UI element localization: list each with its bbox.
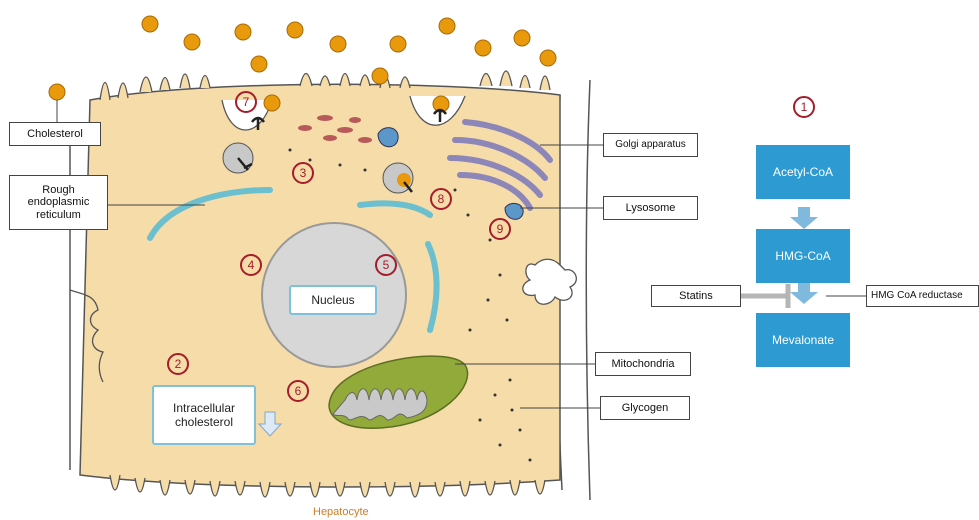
step-marker-9: 9: [489, 218, 511, 240]
step-marker-2: 2: [167, 353, 189, 375]
cholesterol-legend-dot: [49, 84, 65, 100]
step-marker-7: 7: [235, 91, 257, 113]
label-mitochondria: Mitochondria: [595, 352, 691, 376]
label-golgi: Golgi apparatus: [603, 133, 698, 157]
membrane-right-line-2: [586, 80, 590, 500]
step-marker-4: 4: [240, 254, 262, 276]
label-hepatocyte: Hepatocyte: [313, 506, 369, 518]
label-glycogen: Glycogen: [600, 396, 690, 420]
label-cholesterol: Cholesterol: [9, 122, 101, 146]
step-marker-1: 1: [793, 96, 815, 118]
pathway-acetyl-coa: Acetyl-CoA: [756, 145, 850, 199]
step-marker-6: 6: [287, 380, 309, 402]
pathway-hmg-coa: HMG-CoA: [756, 229, 850, 283]
label-hmg-coa-reductase: HMG CoA reductase: [866, 285, 979, 307]
label-lysosome: Lysosome: [603, 196, 698, 220]
step-marker-3: 3: [292, 162, 314, 184]
step-marker-5: 5: [375, 254, 397, 276]
step-marker-8: 8: [430, 188, 452, 210]
label-intracellular-cholesterol: Intracellular cholesterol: [152, 385, 256, 445]
label-rough-er: Rough endoplasmic reticulum: [9, 175, 108, 230]
pathway-mevalonate: Mevalonate: [756, 313, 850, 367]
label-nucleus: Nucleus: [289, 285, 377, 315]
label-statins: Statins: [651, 285, 741, 307]
